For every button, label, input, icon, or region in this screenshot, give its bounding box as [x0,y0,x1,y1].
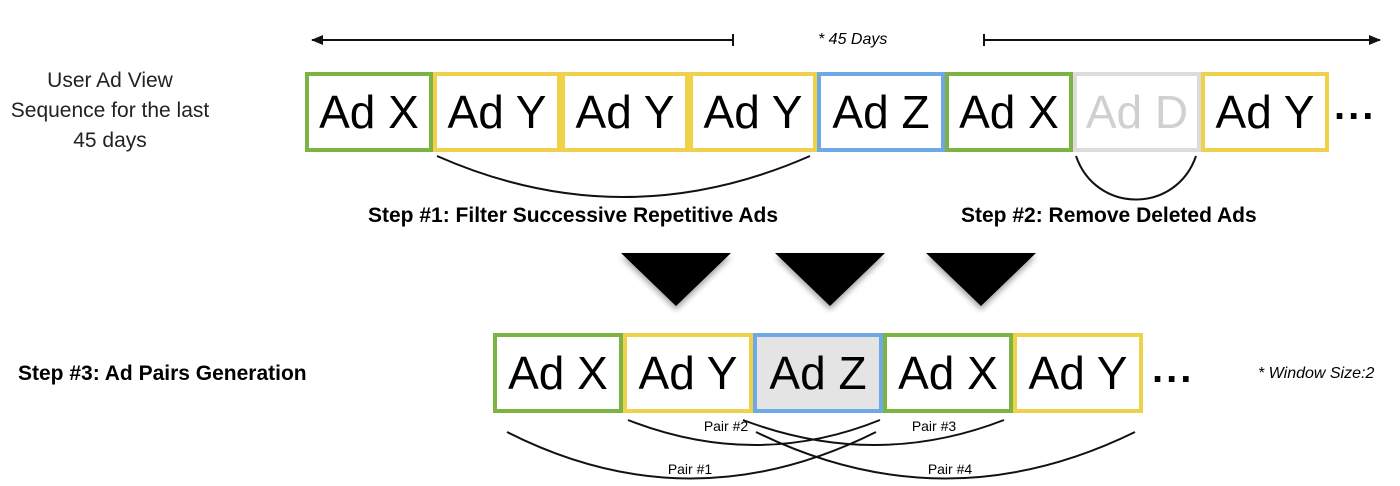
step3-label: Step #3: Ad Pairs Generation [18,362,307,385]
bottom-ad-box: Ad Y [1013,333,1143,413]
top-ad-box: Ad X [305,72,433,152]
pair-3-arc [742,419,1005,446]
step1-bracket-arc [436,155,811,198]
top-sequence-ellipsis: ... [1334,84,1377,128]
down-triangle-1 [621,253,731,306]
step2-bracket-arc [1075,155,1197,201]
pair-1-label: Pair #1 [668,461,713,477]
top-ad-box: Ad Z [817,72,945,152]
pair-1-arc [506,431,877,480]
bottom-ad-box: Ad X [883,333,1013,413]
pair-2-label: Pair #2 [704,418,749,434]
top-ad-box: Ad Y [1201,72,1329,152]
window-size-note: * Window Size:2 [1258,365,1375,382]
pair-3-label: Pair #3 [912,418,957,434]
top-ad-box: Ad X [945,72,1073,152]
top-ad-box: Ad Y [433,72,561,152]
step2-label: Step #2: Remove Deleted Ads [961,204,1257,227]
pair-4-label: Pair #4 [928,461,973,477]
window-45-days-note: * 45 Days [818,31,888,48]
pair-4-arc [755,431,1136,480]
bottom-sequence-ellipsis: ... [1152,347,1195,391]
bottom-ad-box: Ad X [493,333,623,413]
step1-label: Step #1: Filter Successive Repetitive Ad… [368,204,779,227]
bottom-ad-box-highlighted: Ad Z [753,333,883,413]
pair-2-arc [627,419,881,446]
bottom-ad-box: Ad Y [623,333,753,413]
down-triangle-3 [926,253,1036,306]
sequence-label: User Ad View Sequence for the last 45 da… [10,69,210,152]
down-triangle-2 [775,253,885,306]
top-ad-box: Ad Y [689,72,817,152]
top-ad-box: Ad Y [561,72,689,152]
top-ad-box-deleted: Ad D [1073,72,1201,152]
